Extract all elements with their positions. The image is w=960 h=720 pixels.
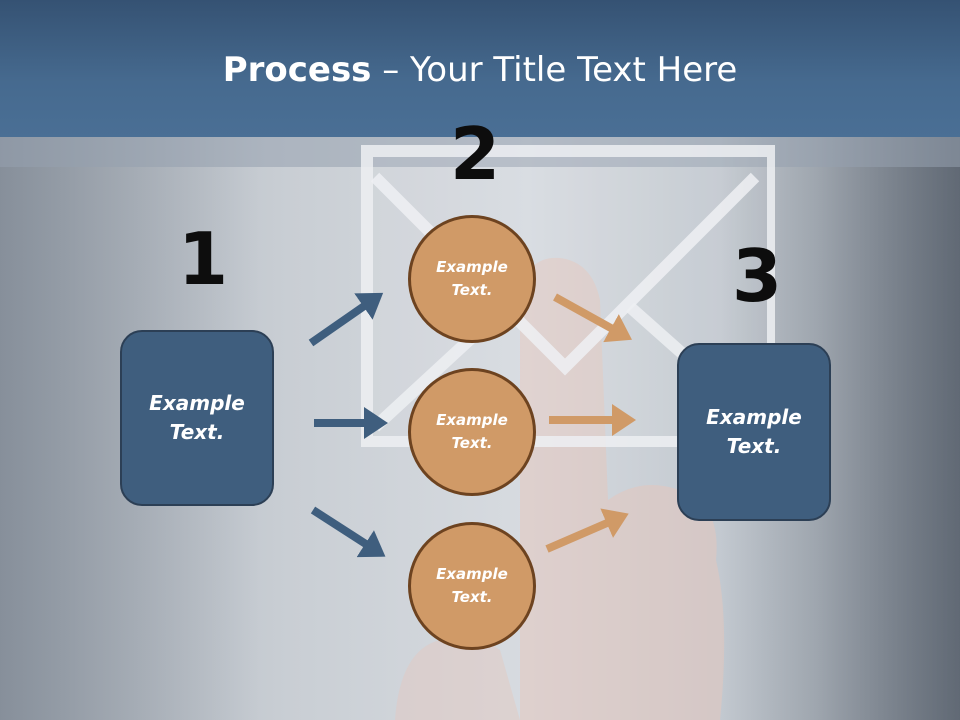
slide-title: Process – Your Title Text Here xyxy=(0,50,960,90)
arrow-top-to-right xyxy=(553,293,632,343)
header-band xyxy=(0,0,960,137)
title-rest: – Your Title Text Here xyxy=(371,50,738,90)
arrow-left-to-top xyxy=(308,292,384,347)
process-circle-bottom: Example Text. xyxy=(408,522,536,650)
right-box-text: Example Text. xyxy=(706,405,802,458)
left-process-box: Example Text. xyxy=(120,330,274,506)
step-number-1: 1 xyxy=(178,217,229,301)
arrow-bottom-to-right xyxy=(545,508,629,553)
circle-top-text: Example Text. xyxy=(436,258,508,299)
step-number-2: 2 xyxy=(450,112,501,196)
process-circle-middle: Example Text. xyxy=(408,368,536,496)
arrow-left-to-bottom xyxy=(310,506,386,558)
left-box-text: Example Text. xyxy=(149,391,245,444)
step-number-3: 3 xyxy=(732,234,783,318)
right-process-box: Example Text. xyxy=(677,343,831,521)
process-circle-top: Example Text. xyxy=(408,215,536,343)
title-bold: Process xyxy=(222,50,372,90)
circle-bottom-text: Example Text. xyxy=(436,565,508,606)
circle-middle-text: Example Text. xyxy=(436,411,508,452)
